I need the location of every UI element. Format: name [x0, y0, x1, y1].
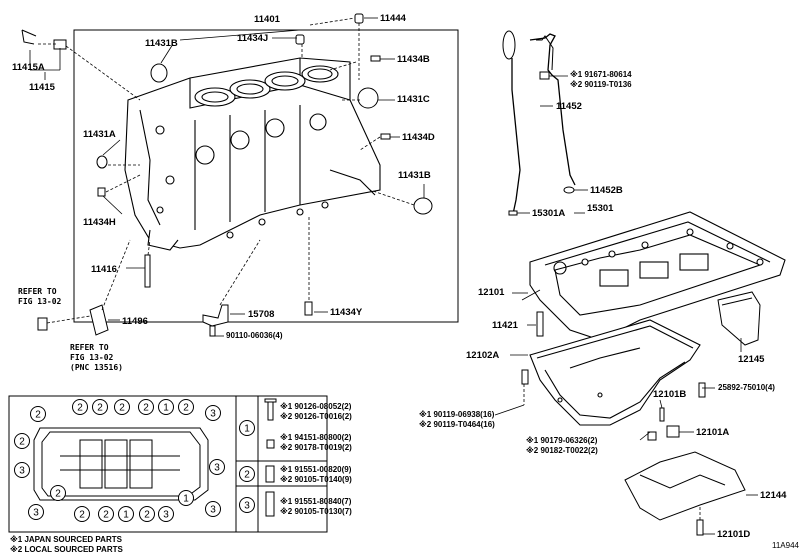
label-11421: 11421	[492, 320, 518, 331]
label-15708: 15708	[248, 309, 275, 320]
label-12101a: 12101A	[696, 427, 730, 438]
label-11496: 11496	[122, 316, 148, 327]
refer-to-fig-1: REFER TO FIG 13-02	[18, 287, 61, 307]
refer-line: FIG 13-02	[70, 353, 114, 362]
legend-row-1-line-1: ※1 90126-08052(2)	[280, 402, 352, 411]
label-12144: 12144	[760, 490, 787, 501]
dipstick-drawing	[502, 30, 576, 216]
dipstick-note-1: ※1 91671-80614	[570, 70, 632, 79]
pan-bolt-note-1: ※1 90119-06938(16)	[419, 410, 495, 419]
label-12102a: 12102A	[466, 350, 500, 361]
dipstick-note-2: ※2 90119-T0136	[570, 80, 632, 89]
label-11431b-top: 11431B	[145, 38, 178, 49]
oil-pan-upper-drawing	[529, 211, 786, 341]
legend-row-3-line-2: ※2 90105-T0130(7)	[280, 507, 352, 516]
label-11431a: 11431A	[83, 129, 116, 140]
refer-line: (PNC 13516)	[70, 363, 123, 372]
label-11434j: 11434J	[237, 33, 269, 44]
plug-note-1: ※1 90179-06326(2)	[526, 436, 598, 445]
legend-row-2-line-1: ※1 91551-00820(9)	[280, 465, 352, 474]
label-12101b: 12101B	[653, 389, 687, 400]
label-15301: 15301	[587, 203, 614, 214]
label-11452b: 11452B	[590, 185, 623, 196]
baffle-drawing	[624, 451, 746, 521]
label-11434d: 11434D	[402, 132, 435, 143]
label-90110: 90110-06036(4)	[226, 331, 283, 340]
pan-bolt-map-drawing	[33, 427, 209, 501]
label-12145: 12145	[738, 354, 765, 365]
plug-note-2: ※2 90182-T0022(2)	[526, 446, 598, 455]
legend-row-1-line-4: ※2 90178-T0019(2)	[280, 443, 352, 452]
label-12101: 12101	[478, 287, 505, 298]
refer-line: REFER TO	[18, 287, 57, 296]
legend-row-3-line-1: ※1 91551-80840(7)	[280, 497, 352, 506]
label-11401: 11401	[254, 14, 280, 25]
legend-row-1-line-2: ※2 90126-T0016(2)	[280, 412, 352, 421]
label-11452: 11452	[556, 101, 582, 112]
label-11431c: 11431C	[397, 94, 430, 105]
label-11415: 11415	[29, 82, 55, 93]
label-12101d: 12101D	[717, 529, 751, 540]
legend-row-1-line-3: ※1 94151-80800(2)	[280, 433, 352, 442]
label-11434y: 11434Y	[330, 307, 363, 318]
label-11434b: 11434B	[397, 54, 430, 65]
legend-row-2-line-2: ※2 90105-T0140(9)	[280, 475, 352, 484]
cylinder-block-drawing	[124, 57, 381, 251]
label-15301a: 15301A	[532, 208, 566, 219]
oil-pan-lower-drawing	[529, 319, 701, 426]
figure-id: 11A944	[772, 541, 799, 550]
label-25892: 25892-75010(4)	[718, 383, 775, 392]
refer-line: FIG 13-02	[18, 297, 62, 306]
refer-to-fig-2: REFER TO FIG 13-02 (PNC 13516)	[70, 343, 123, 373]
label-11434h: 11434H	[83, 217, 116, 228]
refer-line: REFER TO	[70, 343, 109, 352]
label-11444: 11444	[380, 13, 406, 24]
footnote-japan: ※1 JAPAN SOURCED PARTS	[10, 535, 122, 544]
label-11416: 11416	[91, 264, 117, 275]
pan-bolt-note-2: ※2 90119-T0464(16)	[419, 420, 495, 429]
label-11431b-right: 11431B	[398, 170, 431, 181]
footnote-local: ※2 LOCAL SOURCED PARTS	[10, 545, 123, 554]
label-11415a: 11415A	[12, 62, 45, 73]
